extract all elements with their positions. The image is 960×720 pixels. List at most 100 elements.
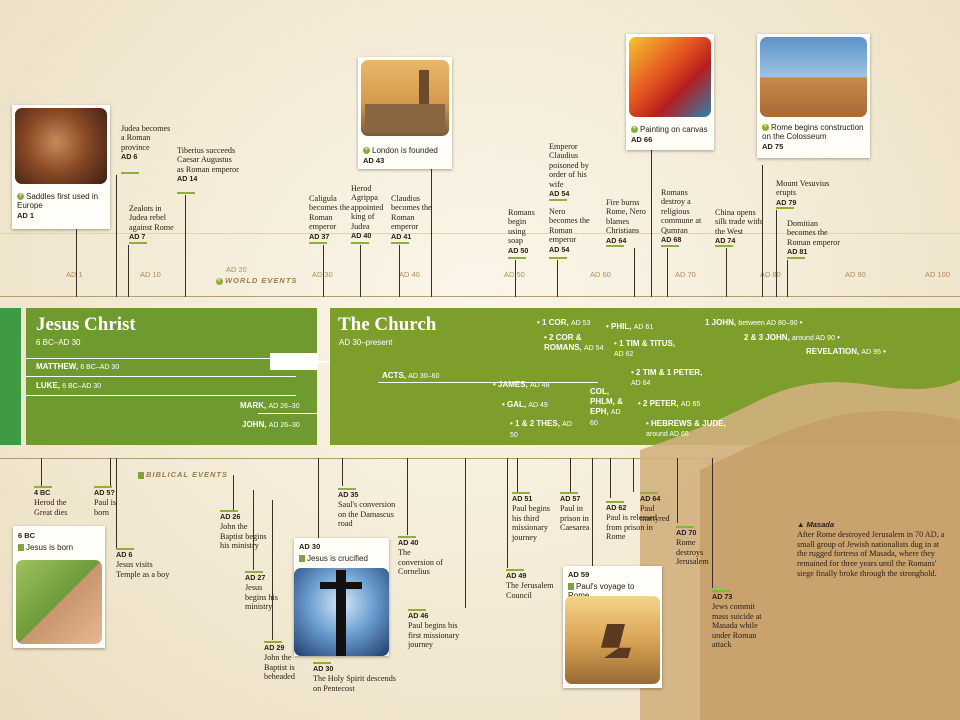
acts-line: [378, 382, 598, 383]
leader-line: [318, 458, 319, 538]
london-image: [361, 60, 449, 136]
big-ben-shape: [419, 70, 429, 132]
leader-line: [431, 168, 432, 297]
world-card-saddles: +Saddles first used in Europe AD 1: [12, 105, 110, 229]
world-card-london: +London is founded AD 43: [358, 57, 452, 169]
bible-icon: [568, 583, 574, 591]
book-2-3john: 2 & 3 JOHN, around AD 90 •: [744, 333, 840, 342]
leader-line: [570, 458, 571, 492]
leader-line: [272, 500, 273, 640]
leader-line: [634, 248, 635, 297]
book-john: JOHN, AD 26–30: [242, 420, 300, 429]
bible-icon: [299, 555, 305, 563]
event-tick: [408, 609, 426, 611]
event-tick: [549, 257, 567, 259]
crucifixion-image: [294, 568, 389, 656]
masada-note: ▲ Masada After Rome destroyed Jerusalem …: [797, 520, 949, 579]
event-tick: [787, 257, 805, 259]
globe-icon: +: [762, 124, 769, 132]
infant-hand-image: [16, 560, 102, 644]
leader-line: [726, 248, 727, 297]
book-mark: MARK, AD 26–30: [240, 401, 300, 410]
card-caption: Jesus is crucified: [307, 554, 368, 563]
biblical-card-crucified: AD 30 Jesus is crucified: [294, 538, 389, 656]
event-tick: [606, 501, 624, 503]
event-tick: [508, 257, 526, 259]
globe-icon: +: [17, 193, 24, 201]
globe-icon: +: [216, 277, 223, 285]
leader-line: [407, 458, 408, 535]
cross-shape: [336, 570, 346, 656]
leader-line: [667, 248, 668, 297]
leader-line: [233, 475, 234, 510]
event-tick: [351, 242, 369, 244]
leader-line: [399, 245, 400, 297]
book-revelation: REVELATION, AD 95 •: [806, 347, 886, 356]
axis-tick: AD 40: [399, 270, 420, 279]
leader-line: [185, 195, 186, 297]
axis-tick: AD 30: [312, 270, 333, 279]
card-caption: London is founded: [372, 146, 438, 155]
book-james: • JAMES, AD 48: [493, 380, 550, 389]
leader-line: [116, 458, 117, 548]
event-tick: [512, 492, 530, 494]
event-tick: [116, 548, 134, 550]
card-date: AD 75: [762, 142, 784, 151]
leader-line: [557, 260, 558, 297]
event-tick: [661, 245, 679, 247]
axis-tick: AD 90: [845, 270, 866, 279]
card-caption: Paul's voyage to Rome: [568, 582, 635, 600]
card-caption: Saddles first used in Europe: [17, 192, 99, 210]
event-tick: [715, 245, 733, 247]
world-event: Romans destroy a religious commune at Qu…: [661, 188, 702, 245]
leader-line: [677, 458, 678, 523]
leader-line: [651, 150, 652, 297]
axis-tick: AD 20: [226, 265, 247, 274]
world-card-painting: +Painting on canvas AD 66: [626, 34, 714, 150]
cross-bar-shape: [320, 582, 362, 589]
book-thes: • 1 & 2 THES, AD 50: [510, 419, 572, 439]
book-acts: ACTS, AD 30–60: [382, 371, 440, 380]
event-tick: [640, 492, 658, 494]
axis-tick: AD 100: [925, 270, 951, 279]
leader-line: [128, 245, 129, 297]
card-caption: Rome begins construction on the Colosseu…: [762, 123, 864, 141]
biblical-card-born: 6 BC Jesus is born: [13, 526, 105, 648]
book-gal: • GAL, AD 49: [502, 400, 548, 409]
saddle-image: [15, 108, 107, 184]
painting-image: [629, 37, 711, 117]
event-tick: [309, 242, 327, 244]
axis-tick: AD 50: [504, 270, 525, 279]
leader-line: [610, 458, 611, 498]
colosseum-image: [760, 37, 867, 117]
card-caption: Painting on canvas: [640, 125, 708, 134]
event-tick: [245, 571, 263, 573]
event-tick: [129, 242, 147, 244]
band-connector-line: [318, 361, 330, 363]
event-tick: [338, 488, 356, 490]
book-1tim-titus: • 1 TIM & TITUS, AD 62: [614, 339, 676, 358]
event-tick: [94, 486, 112, 488]
book-1john: 1 JOHN, between AD 80–90 •: [705, 318, 803, 327]
book-luke: LUKE, 6 BC–AD 30: [36, 381, 102, 390]
event-tick: [560, 492, 578, 494]
book-2cor-romans: • 2 COR & ROMANS, AD 54: [544, 333, 604, 352]
world-event: Emperor Claudius poisoned by order of hi…: [549, 142, 589, 199]
card-date: AD 43: [363, 156, 385, 165]
book-1cor: • 1 COR, AD 53: [537, 318, 591, 327]
leader-line: [633, 458, 634, 492]
leader-line: [507, 458, 508, 568]
globe-icon: +: [363, 147, 370, 155]
world-card-colosseum: +Rome begins construction on the Colosse…: [757, 34, 870, 158]
